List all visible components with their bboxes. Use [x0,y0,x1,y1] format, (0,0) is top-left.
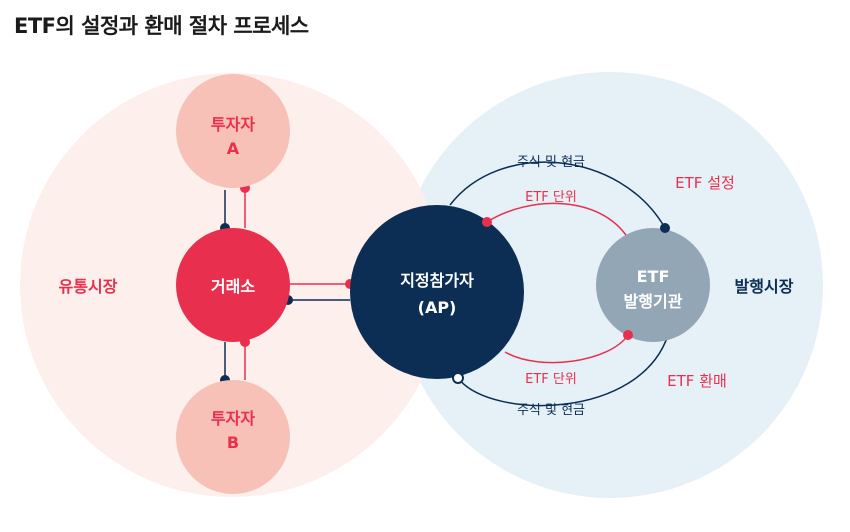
arc-top-inner-dot [482,217,492,227]
page-title: ETF의 설정과 환매 절차 프로세스 [14,14,309,38]
bottom-outer-flow-label: 주식 및 현금 [517,403,585,418]
issuer-node [596,228,710,342]
issuer-label-etf: ETF [637,267,670,286]
investor-b-label: 투자자 [211,409,255,428]
investor-a-letter: A [227,139,240,158]
investor-b-letter: B [227,433,239,452]
arc-bottom-outer-dot [452,372,464,384]
top-inner-flow-label: ETF 단위 [525,190,577,205]
exchange-node [176,228,290,342]
bottom-inner-flow-label: ETF 단위 [525,372,577,387]
arc-top-outer-dot [660,223,670,233]
ap-node [350,205,524,379]
arc-top-inner [486,202,629,239]
arc-bottom-inner-dot [623,330,633,340]
primary-market-label: 발행시장 [735,277,794,296]
investor-a-label: 투자자 [211,115,255,134]
creation-label: ETF 설정 [675,174,735,192]
investor-b-node [176,380,290,494]
top-outer-flow-label: 주식 및 현금 [517,155,585,170]
investor-a-node [176,74,290,188]
arc-bottom-inner [504,334,629,364]
ap-abbrev: (AP) [418,298,457,317]
redemption-label: ETF 환매 [667,372,727,390]
exchange-label: 거래소 [211,277,255,296]
arc-bottom-outer [457,334,669,407]
secondary-market-label: 유통시장 [59,277,118,296]
arc-top-outer [449,161,666,229]
ap-label: 지정참가자 [400,271,474,290]
issuer-label-org: 발행기관 [624,292,683,311]
